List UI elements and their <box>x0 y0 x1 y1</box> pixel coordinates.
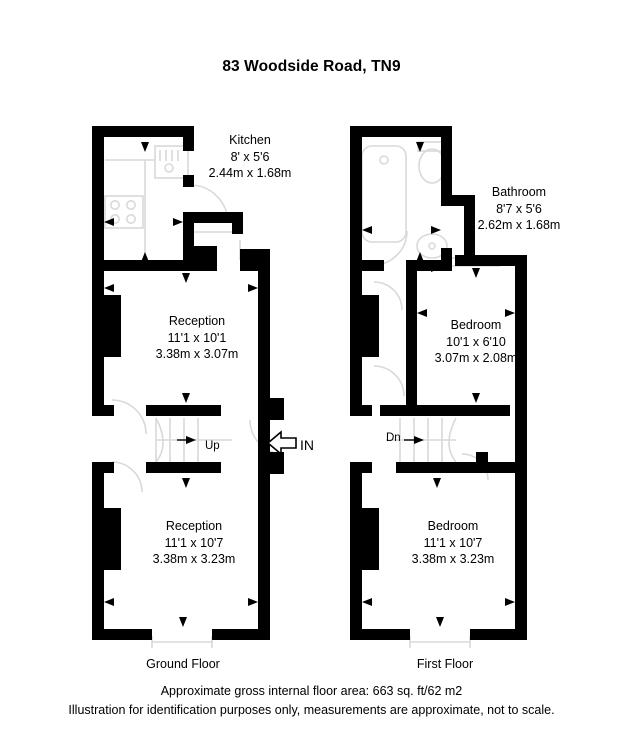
floor-area-note: Approximate gross internal floor area: 6… <box>160 684 463 698</box>
reception-door-swing-1 <box>111 399 147 435</box>
ground-floor-walls <box>92 126 284 640</box>
bay-window-ground <box>151 636 213 648</box>
disclaimer-note: Illustration for identification purposes… <box>68 703 555 717</box>
room-metric-dimensions: 3.38m x 3.23m <box>152 552 236 566</box>
room-metric-dimensions: 2.62m x 1.68m <box>477 218 561 232</box>
first-floor-dimension-arrows <box>362 142 515 627</box>
room-label-bathroom: Bathroom 8'7 x 5'6 2.62m x 1.68m <box>455 184 583 234</box>
room-imperial-dimensions: 11'1 x 10'1 <box>167 330 227 345</box>
bathroom-door-swing <box>372 230 408 266</box>
room-label-bedroom-upper: Bedroom 10'1 x 6'10 3.07m x 2.08m <box>412 317 540 367</box>
room-imperial-dimensions: 8' x 5'6 <box>230 149 270 164</box>
entrance-marker-label: IN <box>300 437 314 453</box>
basin-fixture <box>416 233 448 259</box>
room-metric-dimensions: 2.44m x 1.68m <box>208 166 292 180</box>
ground-floor-dimension-arrows <box>104 142 258 627</box>
room-name: Kitchen <box>229 133 271 147</box>
room-label-reception-lower: Reception 11'1 x 10'7 3.38m x 3.23m <box>128 518 260 568</box>
room-imperial-dimensions: 11'1 x 10'7 <box>423 535 483 550</box>
stairs-down-marker-label: Dn <box>386 432 401 444</box>
room-imperial-dimensions: 11'1 x 10'7 <box>164 535 224 550</box>
room-name: Bedroom <box>450 318 502 332</box>
room-name: Bathroom <box>491 185 547 199</box>
first-floor-walls <box>350 126 527 640</box>
room-label-kitchen: Kitchen 8' x 5'6 2.44m x 1.68m <box>190 132 310 182</box>
room-name: Bedroom <box>427 519 479 533</box>
first-floor-plan <box>350 126 527 648</box>
entrance-in-arrow <box>266 430 297 456</box>
ground-floor-caption: Ground Floor <box>146 657 220 671</box>
room-name: Reception <box>168 314 226 328</box>
hob-fixture <box>104 195 144 229</box>
room-label-bedroom-lower: Bedroom 11'1 x 10'7 3.38m x 3.23m <box>387 518 519 568</box>
room-imperial-dimensions: 10'1 x 6'10 <box>446 334 506 349</box>
page-title: 83 Woodside Road, TN9 <box>222 58 401 75</box>
room-name: Reception <box>165 519 223 533</box>
ground-floor-plan <box>92 126 297 648</box>
room-label-reception-upper: Reception 11'1 x 10'1 3.38m x 3.07m <box>133 313 261 363</box>
first-floor-caption: First Floor <box>416 657 474 671</box>
room-metric-dimensions: 3.38m x 3.23m <box>411 552 495 566</box>
room-metric-dimensions: 3.38m x 3.07m <box>155 347 239 361</box>
room-imperial-dimensions: 8'7 x 5'6 <box>496 201 542 216</box>
sink-fixture <box>154 145 189 179</box>
room-metric-dimensions: 3.07m x 2.08m <box>434 351 518 365</box>
stairs-up-marker-label: Up <box>205 440 220 452</box>
bay-window-first <box>409 636 471 648</box>
